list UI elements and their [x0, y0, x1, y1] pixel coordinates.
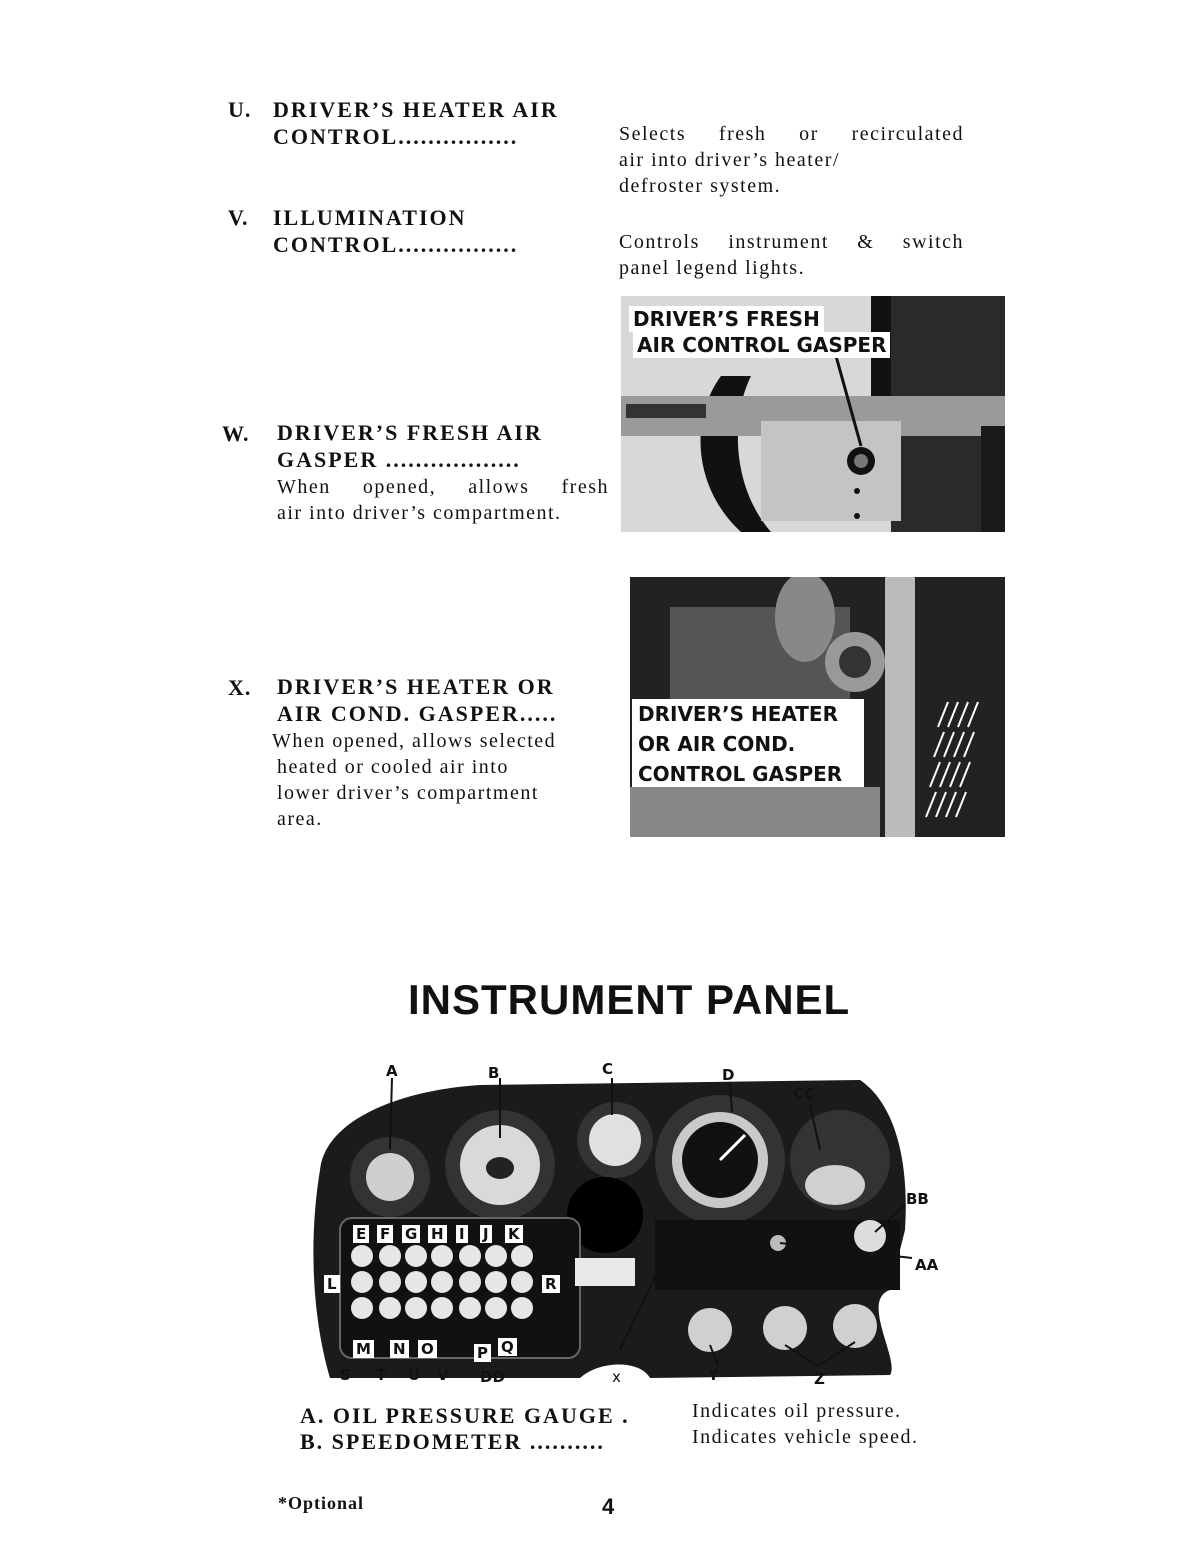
fresh-air-gasper-photo: DRIVER’S FRESH AIR CONTROL GASPER [621, 296, 1005, 532]
item-w-desc-line1: When opened, allows fresh [277, 476, 609, 498]
item-x-letter: X. [228, 675, 252, 700]
item-v-desc-line1: Controls instrument & switch [619, 231, 964, 253]
item-u-letter: U. [228, 97, 252, 122]
optional-note: *Optional [278, 1493, 365, 1513]
callout-f: F [377, 1225, 394, 1243]
heater-gasper-label-line2: OR AIR COND. [638, 731, 796, 757]
heater-gasper-photo: DRIVER’S HEATER OR AIR COND. CONTROL GAS… [630, 577, 1005, 837]
callout-dd: DD [480, 1368, 505, 1386]
item-v-title-line1: ILLUMINATION [273, 205, 467, 230]
callout-aa: AA [915, 1256, 939, 1274]
fresh-air-gasper-label-line2: AIR CONTROL GASPER [633, 332, 891, 358]
item-x-desc-line2: heated or cooled air into [277, 756, 509, 778]
legend-a-name: A. OIL PRESSURE GAUGE . [300, 1403, 630, 1428]
callout-c: C [602, 1060, 614, 1078]
item-u-title-line1: DRIVER’S HEATER AIR [273, 97, 559, 122]
callout-m: M [353, 1340, 374, 1358]
item-u-desc-line3: defroster system. [619, 175, 782, 197]
callout-x: x [612, 1368, 621, 1386]
item-x-title-line1: DRIVER’S HEATER OR [277, 674, 555, 699]
item-w-letter: W. [222, 421, 250, 446]
legend-b-desc: Indicates vehicle speed. [692, 1426, 919, 1448]
item-w-desc-line2: air into driver’s compartment. [277, 502, 562, 524]
callout-cc: CC [793, 1085, 816, 1103]
callout-u: U [408, 1366, 421, 1384]
item-x-desc-line4: area. [277, 808, 323, 830]
callout-d: D [722, 1066, 735, 1084]
callout-h: H [428, 1225, 447, 1243]
item-v-title-line2: CONTROL................ [273, 232, 519, 257]
item-u-title-line2: CONTROL................ [273, 124, 519, 149]
item-x-title-line2: AIR COND. GASPER..... [277, 701, 558, 726]
callout-k: K [505, 1225, 523, 1243]
item-v-letter: V. [228, 205, 249, 230]
callout-g: G [402, 1225, 421, 1243]
legend-b-name: B. SPEEDOMETER .......... [300, 1429, 605, 1454]
callout-t: T [376, 1366, 387, 1384]
item-w-title-line1: DRIVER’S FRESH AIR [277, 420, 543, 445]
instrument-panel-diagram: A B C D CC BB AA E F G H I J K L R M N O… [300, 1060, 938, 1390]
item-w-title-line2: GASPER .................. [277, 447, 521, 472]
item-u-desc-line1: Selects fresh or recirculated [619, 123, 964, 145]
callout-i: I [456, 1225, 468, 1243]
item-u-desc-line2: air into driver’s heater/ [619, 149, 840, 171]
item-v-desc-line2: panel legend lights. [619, 257, 806, 279]
instrument-panel-heading: INSTRUMENT PANEL [408, 976, 851, 1023]
callout-o: O [418, 1340, 437, 1358]
item-x-desc-line1: When opened, allows selected [272, 730, 557, 752]
item-x-desc-line3: lower driver’s compartment [277, 782, 539, 804]
callout-e: E [353, 1225, 370, 1243]
page-number: 4 [602, 1494, 615, 1519]
callout-a: A [386, 1062, 398, 1080]
callout-y: Y [708, 1366, 719, 1384]
callout-q: Q [498, 1338, 517, 1356]
callout-n: N [390, 1340, 409, 1358]
instrument-panel-art [313, 1077, 913, 1378]
callout-l: L [324, 1275, 340, 1293]
heater-gasper-label-line3: CONTROL GASPER [638, 761, 843, 787]
callout-z: Z [814, 1370, 825, 1388]
callout-s: S [340, 1366, 351, 1384]
callout-p: P [474, 1344, 491, 1362]
callout-v: V [437, 1366, 449, 1384]
heater-gasper-label-line1: DRIVER’S HEATER [638, 701, 838, 727]
callout-j: J [480, 1225, 492, 1243]
callout-bb: BB [906, 1190, 929, 1208]
fresh-air-gasper-label-line1: DRIVER’S FRESH [629, 306, 824, 332]
callout-r: R [542, 1275, 560, 1293]
legend-a-desc: Indicates oil pressure. [692, 1400, 902, 1422]
callout-b: B [488, 1064, 500, 1082]
